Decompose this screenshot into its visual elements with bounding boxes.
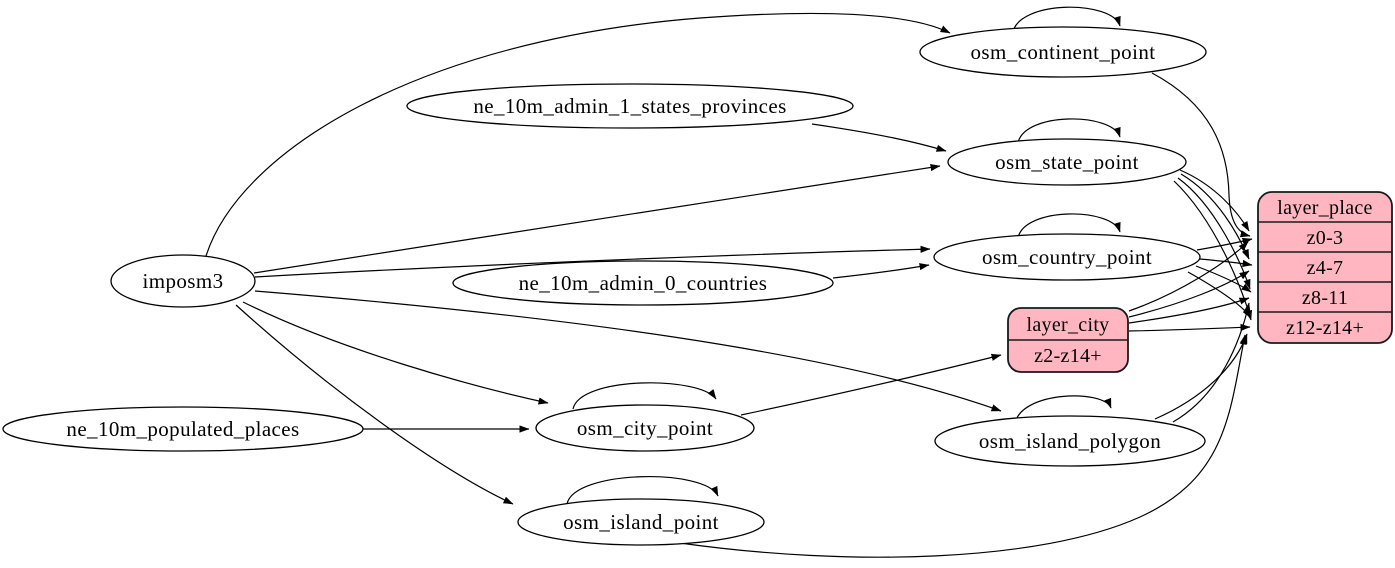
edge-ne-10m-admin-0-countries-osm-country-point [832, 263, 930, 279]
node-imposm3: imposm3 [110, 254, 256, 308]
record-layer-city: layer_city z2-z14+ [1007, 307, 1129, 373]
node-osm-island-point-shape [517, 498, 765, 546]
edge-osm-continent-point-layer-place-z0-3 [1151, 72, 1251, 238]
record-layer-place-row-z12-z14: z12-z14+ [1286, 317, 1364, 339]
node-osm-city-point-label: osm_city_point [577, 416, 713, 440]
edge-osm-island-polygon-layer-place-z12 [1154, 333, 1248, 420]
edge-osm-island-point-layer-place-z12 [679, 334, 1247, 558]
node-imposm3-shape [110, 254, 256, 308]
record-layer-place-row-z4-7: z4-7 [1307, 257, 1344, 279]
edge-osm-country-point-layer-place-z0-3 [1196, 237, 1253, 251]
node-osm-island-polygon: osm_island_polygon [934, 415, 1206, 467]
edge-layer-city-layer-place-z0-3 [1128, 241, 1249, 312]
node-osm-city-point-shape [535, 404, 755, 452]
node-osm-continent-point: osm_continent_point [919, 26, 1207, 78]
edge-imposm3-osm-continent-point [205, 12, 951, 257]
edge-imposm3-osm-city-point [242, 301, 549, 405]
node-ne-10m-admin-0-countries-label: ne_10m_admin_0_countries [519, 271, 768, 295]
node-osm-city-point: osm_city_point [535, 404, 755, 452]
self-loop-osm-island-polygon [1014, 395, 1112, 425]
node-osm-country-point-shape [933, 233, 1201, 281]
node-osm-state-point-label: osm_state_point [995, 150, 1139, 174]
node-osm-state-point: osm_state_point [947, 138, 1187, 186]
node-osm-island-point-label: osm_island_point [563, 510, 719, 534]
record-layer-place-title: layer_place [1277, 197, 1372, 219]
self-loop-osm-continent-point [1012, 6, 1121, 33]
edge-osm-country-point-layer-place-z8-11 [1195, 265, 1252, 293]
self-loop-osm-state-point [1017, 118, 1121, 144]
edge-osm-country-point-layer-place-z4-7 [1199, 258, 1253, 267]
node-osm-country-point: osm_country_point [933, 233, 1201, 281]
node-ne-10m-admin-1-states-provinces-label: ne_10m_admin_1_states_provinces [473, 94, 786, 118]
node-osm-island-polygon-label: osm_island_polygon [979, 429, 1161, 453]
node-ne-10m-admin-1-states-provinces: ne_10m_admin_1_states_provinces [406, 83, 854, 129]
node-osm-state-point-shape [947, 138, 1187, 186]
edge-layer-city-layer-place-z12 [1128, 323, 1251, 332]
record-layer-place-row-z8-11: z8-11 [1302, 287, 1348, 309]
self-loop-osm-city-point [572, 382, 717, 410]
edge-ne-10m-admin-1-states-provinces-osm-state-point [811, 123, 947, 152]
edge-imposm3-osm-island-polygon [254, 290, 1002, 412]
record-layer-city-row-z2-z14: z2-z14+ [1034, 345, 1102, 367]
node-ne-10m-admin-1-states-provinces-shape [406, 83, 854, 129]
node-ne-10m-populated-places-label: ne_10m_populated_places [66, 417, 299, 441]
self-loop-osm-island-point [566, 476, 719, 505]
edge-imposm3-osm-state-point [253, 163, 941, 274]
node-ne-10m-populated-places: ne_10m_populated_places [2, 406, 364, 452]
edge-osm-country-point-layer-place-z12 [1187, 271, 1252, 319]
node-ne-10m-admin-0-countries: ne_10m_admin_0_countries [452, 260, 834, 306]
edge-imposm3-osm-country-point [254, 245, 931, 278]
record-layer-place: layer_place z0-3 z4-7 z8-11 z12-z14+ [1257, 191, 1393, 344]
node-osm-island-point: osm_island_point [517, 498, 765, 546]
edge-layer [205, 6, 1253, 558]
node-ne-10m-admin-0-countries-shape [452, 260, 834, 306]
edge-layer-city-layer-place-z8-11 [1128, 297, 1250, 324]
node-osm-country-point-label: osm_country_point [982, 245, 1152, 269]
edge-layer-city-layer-place-z4-7 [1128, 270, 1250, 318]
edge-osm-state-point-layer-place-z0-3 [1179, 169, 1250, 232]
node-osm-island-polygon-shape [934, 415, 1206, 467]
edge-osm-island-polygon-layer-place-z8-11 [1172, 302, 1251, 423]
edge-osm-city-point-layer-city-z2 [740, 353, 1002, 416]
record-layer-city-title: layer_city [1027, 314, 1110, 336]
node-osm-continent-point-shape [919, 26, 1207, 78]
node-imposm3-label: imposm3 [143, 269, 224, 293]
node-osm-continent-point-label: osm_continent_point [971, 40, 1156, 64]
record-layer-place-shape [1257, 191, 1393, 344]
edge-imposm3-osm-island-point [235, 304, 514, 505]
record-layer-place-row-z0-3: z0-3 [1307, 227, 1344, 249]
self-loop-osm-country-point [1017, 213, 1121, 239]
node-ne-10m-populated-places-shape [2, 406, 364, 452]
